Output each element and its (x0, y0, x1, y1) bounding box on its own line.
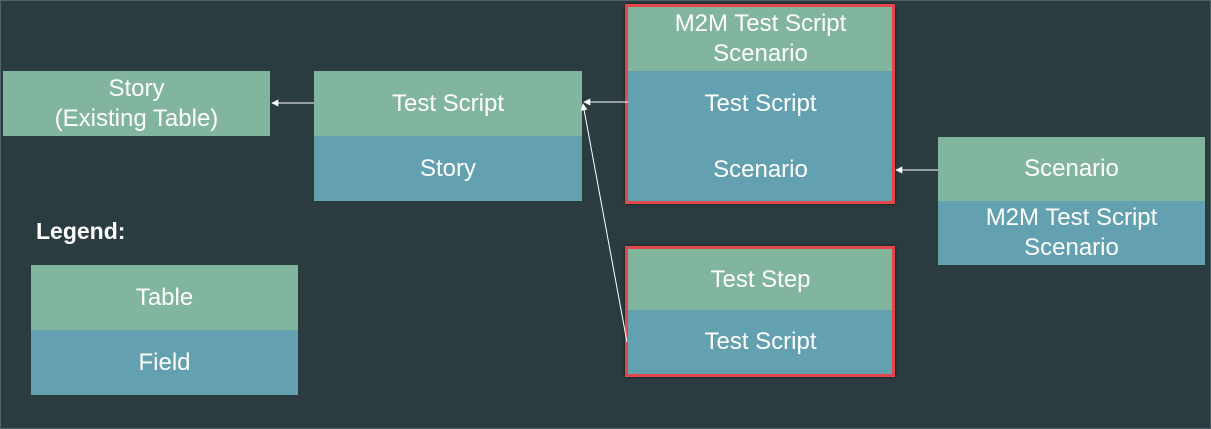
test-script-field-story: Story (314, 136, 582, 201)
m2m-table-header: M2M Test Script Scenario (628, 6, 893, 71)
m2m-entity: M2M Test Script Scenario Test Script Sce… (628, 6, 893, 202)
m2m-field-test-script: Test Script (628, 71, 893, 137)
test-step-field-test-script: Test Script (628, 310, 893, 374)
scenario-entity: Scenario M2M Test Script Scenario (938, 137, 1205, 265)
legend-field-swatch: Field (31, 330, 298, 395)
scenario-field-m2m: M2M Test Script Scenario (938, 201, 1205, 265)
scenario-table-header: Scenario (938, 137, 1205, 201)
legend-title: Legend: (36, 218, 126, 244)
test-step-table-header: Test Step (628, 249, 893, 310)
test-step-entity: Test Step Test Script (628, 249, 893, 374)
test-script-table-header: Test Script (314, 71, 582, 136)
m2m-field-scenario: Scenario (628, 137, 893, 202)
story-entity: Story (Existing Table) (3, 71, 270, 136)
test-script-entity: Test Script Story (314, 71, 582, 201)
story-table-header: Story (Existing Table) (3, 71, 270, 136)
legend-box: Table Field (31, 265, 298, 395)
legend-table-swatch: Table (31, 265, 298, 330)
arrow-test-step-to-test-script (580, 103, 628, 343)
